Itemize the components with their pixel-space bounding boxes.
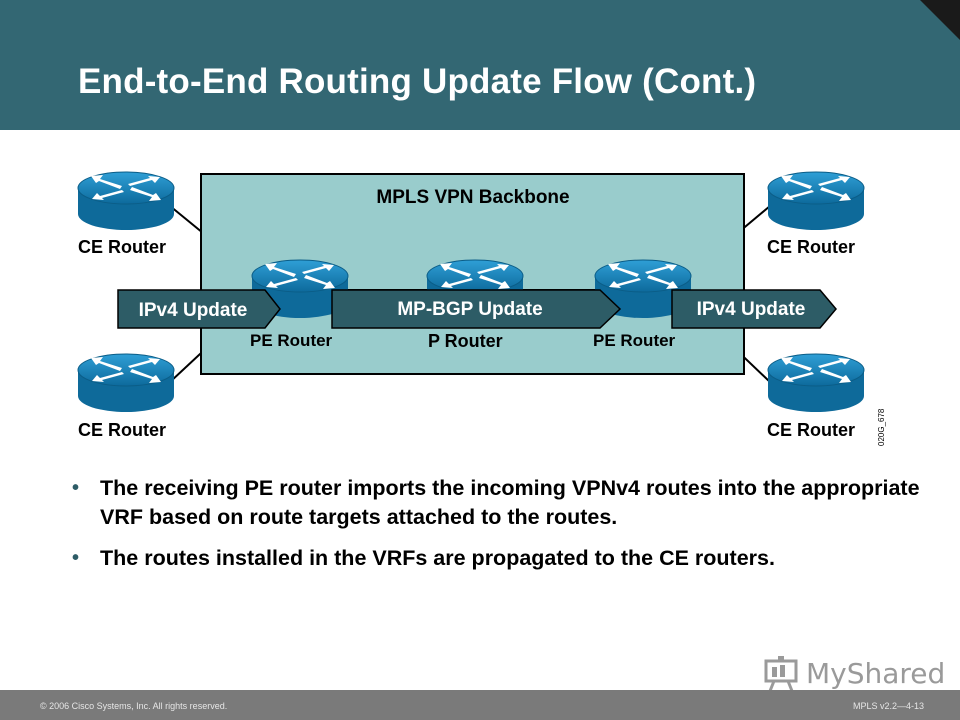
pe-label-right: PE Router bbox=[593, 331, 676, 350]
header-band: End-to-End Routing Update Flow (Cont.) bbox=[0, 0, 960, 130]
ce-router-top-right-icon bbox=[767, 171, 865, 231]
p-router-label: P Router bbox=[428, 331, 503, 351]
corner-decoration bbox=[920, 0, 960, 40]
copyright-text: © 2006 Cisco Systems, Inc. All rights re… bbox=[40, 701, 228, 711]
bullet-list: • The receiving PE router imports the in… bbox=[72, 474, 932, 585]
network-diagram: MPLS VPN Backbone CE Router CE Router CE… bbox=[77, 171, 886, 446]
bullet-item: • The receiving PE router imports the in… bbox=[72, 474, 932, 532]
ipv4-update-right-arrow bbox=[671, 289, 837, 329]
ce-label-top-left: CE Router bbox=[78, 237, 166, 257]
backbone-label: MPLS VPN Backbone bbox=[376, 187, 569, 208]
ce-router-top-left-icon bbox=[77, 171, 175, 231]
pe-label-left: PE Router bbox=[250, 331, 333, 350]
ce-router-bottom-left-icon bbox=[77, 353, 175, 413]
watermark-text: MyShared bbox=[806, 657, 946, 690]
slide-title: End-to-End Routing Update Flow (Cont.) bbox=[78, 62, 757, 101]
figure-code: 020G_678 bbox=[877, 408, 886, 446]
bullet-dot: • bbox=[72, 547, 80, 569]
ipv4-update-right-label: IPv4 Update bbox=[697, 299, 806, 320]
ce-label-bottom-right: CE Router bbox=[767, 420, 855, 440]
bullet-dot: • bbox=[72, 477, 80, 499]
mpbgp-update-arrow bbox=[331, 289, 622, 329]
course-code: MPLS v2.2—4-13 bbox=[852, 701, 924, 711]
ipv4-update-left-label: IPv4 Update bbox=[139, 300, 248, 321]
ce-label-top-right: CE Router bbox=[767, 237, 855, 257]
watermark: MyShared bbox=[762, 655, 945, 693]
footer-bar: © 2006 Cisco Systems, Inc. All rights re… bbox=[0, 690, 960, 720]
bullet-text-2: The routes installed in the VRFs are pro… bbox=[100, 546, 775, 570]
bullet-item: • The routes installed in the VRFs are p… bbox=[72, 544, 932, 573]
presentation-board-icon bbox=[764, 656, 798, 692]
bullet-text-1: The receiving PE router imports the inco… bbox=[100, 476, 920, 529]
ce-label-bottom-left: CE Router bbox=[78, 420, 166, 440]
ce-router-bottom-right-icon bbox=[767, 353, 865, 413]
mpbgp-update-label: MP-BGP Update bbox=[397, 299, 542, 320]
ipv4-update-left-arrow bbox=[117, 289, 281, 329]
